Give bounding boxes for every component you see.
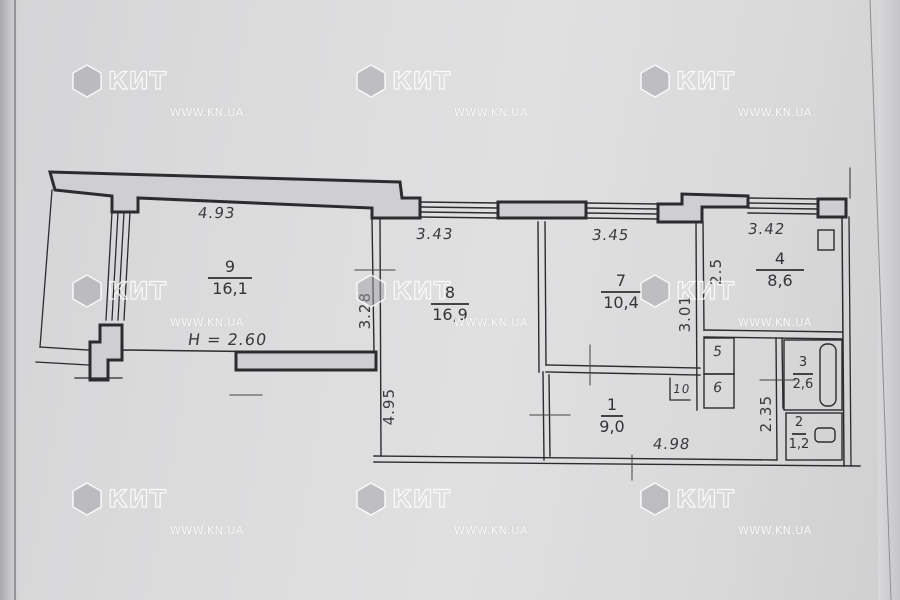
kit-logo-icon xyxy=(70,480,104,518)
room-10-outline xyxy=(669,377,691,401)
kit-logo-icon xyxy=(638,62,672,100)
window-top-1 xyxy=(419,201,499,219)
partition-wall-9 xyxy=(234,350,378,372)
room-10-label: 10 xyxy=(672,382,692,396)
dim-hall-depth: 2.35 xyxy=(757,395,775,433)
pier-wall-3 xyxy=(816,197,848,219)
watermark: КИТ WWW.KN.UA xyxy=(354,272,528,329)
watermark: КИТ WWW.KN.UA xyxy=(70,480,244,537)
kit-logo-icon xyxy=(638,480,672,518)
dim-room7-width: 3.45 xyxy=(590,226,631,244)
dim-room8-width: 3.43 xyxy=(414,225,455,243)
window-top-2 xyxy=(585,202,659,220)
ceiling-height-label: H = 2.60 xyxy=(186,330,269,349)
kit-logo-icon xyxy=(354,62,388,100)
dim-hall-width: 4.98 xyxy=(651,435,692,453)
closets xyxy=(703,337,735,409)
exterior-wall-top xyxy=(48,170,422,220)
dim-room8-depth: 4.95 xyxy=(380,388,398,426)
bathroom xyxy=(775,229,843,461)
watermark: КИТ WWW.KN.UA xyxy=(638,480,812,537)
watermark: КИТ WWW.KN.UA xyxy=(638,62,812,119)
paper-edge-right xyxy=(878,0,900,600)
watermark: КИТ WWW.KN.UA xyxy=(638,272,812,329)
watermark: КИТ WWW.KN.UA xyxy=(354,62,528,119)
balcony xyxy=(35,189,131,366)
balcony-door-wall xyxy=(88,323,124,382)
watermark: КИТ WWW.KN.UA xyxy=(354,480,528,537)
kit-logo-icon xyxy=(354,272,388,310)
watermark: КИТ WWW.KN.UA xyxy=(70,272,244,329)
paper-edge-left xyxy=(0,0,18,600)
pier-wall-2 xyxy=(656,192,750,224)
pier-wall-1 xyxy=(496,200,588,220)
dim-room9-width: 4.93 xyxy=(196,204,237,222)
window-top-3 xyxy=(747,197,819,215)
kit-logo-icon xyxy=(70,272,104,310)
kit-logo-icon xyxy=(354,480,388,518)
kit-logo-icon xyxy=(638,272,672,310)
kit-logo-icon xyxy=(70,62,104,100)
dim-room4-width: 3.42 xyxy=(746,220,787,238)
watermark: КИТ WWW.KN.UA xyxy=(70,62,244,119)
